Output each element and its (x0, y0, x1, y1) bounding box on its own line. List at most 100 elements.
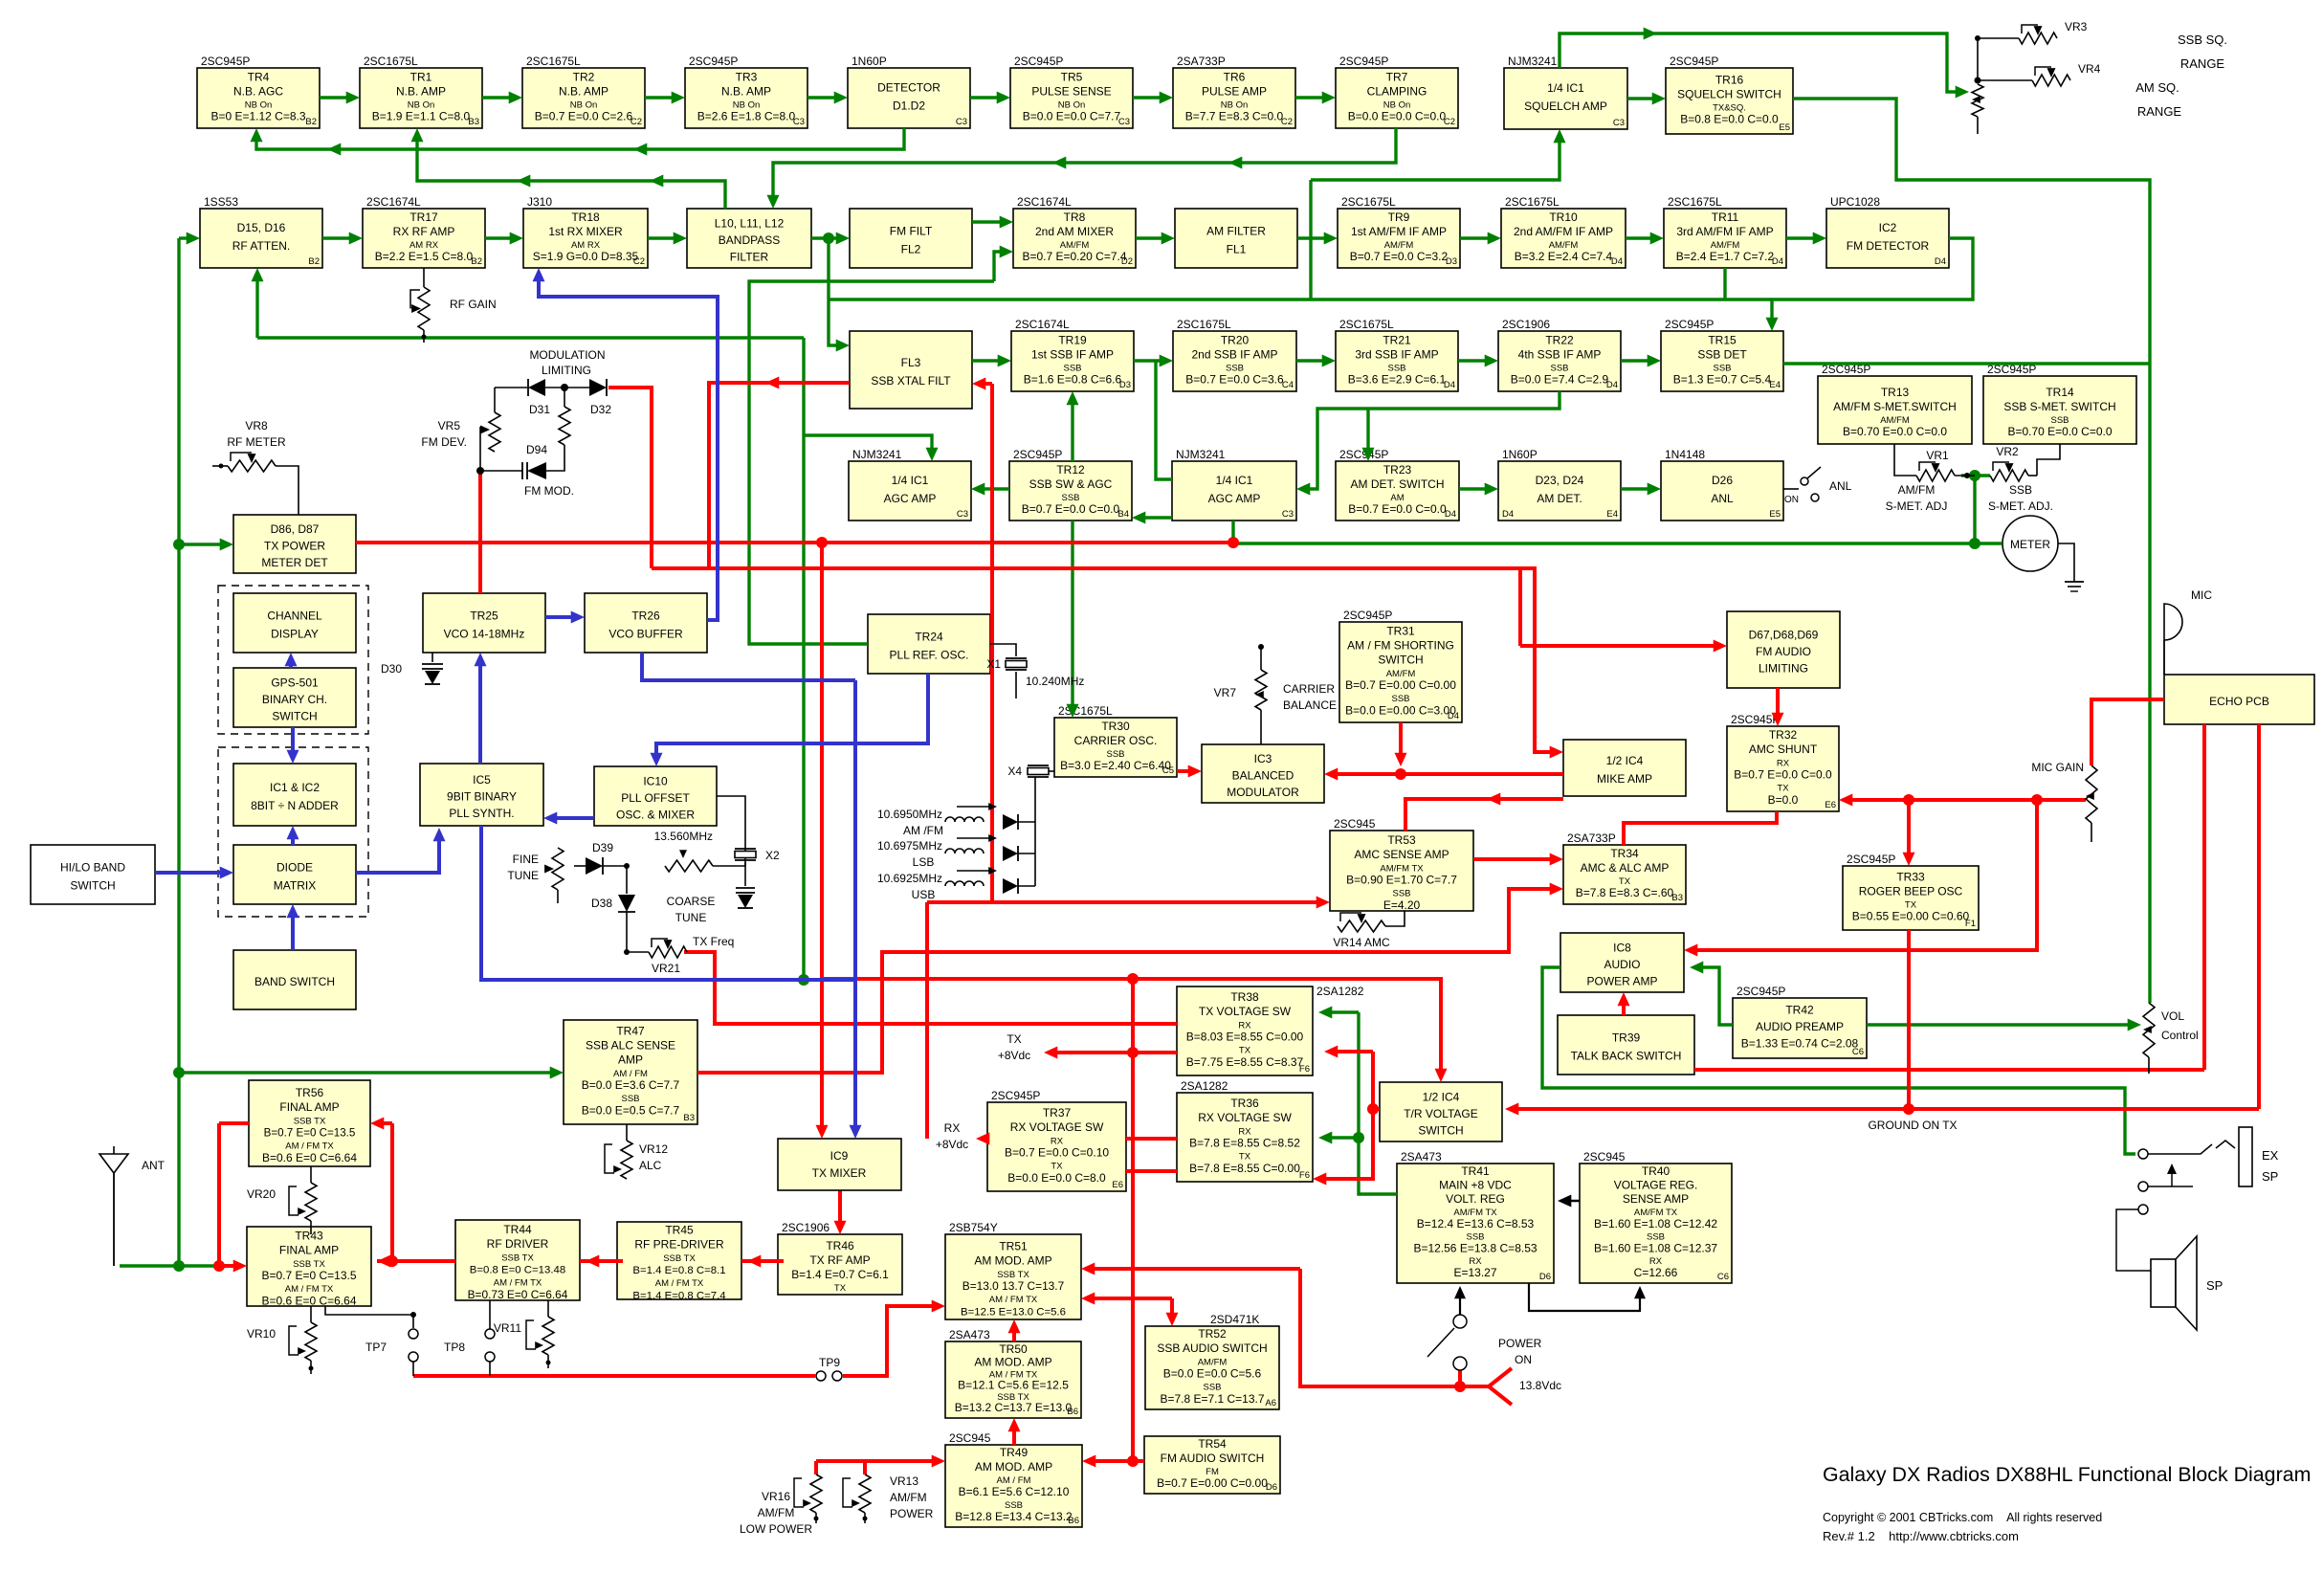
svg-text:VR4: VR4 (2078, 62, 2101, 76)
svg-text:4th SSB IF AMP: 4th SSB IF AMP (1518, 347, 1602, 361)
svg-text:TX: TX (1051, 1162, 1063, 1172)
svg-text:10.6925MHz: 10.6925MHz (877, 872, 942, 885)
svg-text:2SC1906: 2SC1906 (782, 1221, 830, 1234)
svg-text:TR24: TR24 (915, 631, 943, 644)
svg-text:FM: FM (1206, 1467, 1219, 1477)
svg-text:AM/FM: AM/FM (1198, 1357, 1228, 1367)
svg-text:Galaxy DX Radios DX88HL Functi: Galaxy DX Radios DX88HL Functional Block… (1823, 1463, 2311, 1486)
svg-text:CHANNEL: CHANNEL (267, 610, 322, 623)
svg-text:TR39: TR39 (1612, 1031, 1641, 1045)
svg-text:FM MOD.: FM MOD. (524, 484, 574, 498)
svg-text:AGC AMP: AGC AMP (884, 492, 937, 505)
svg-text:ANL: ANL (1711, 492, 1734, 505)
svg-text:GPS-501: GPS-501 (271, 676, 319, 690)
svg-text:B=0.7 E=0.00 C=0.00: B=0.7 E=0.00 C=0.00 (1345, 678, 1456, 692)
svg-text:+8Vdc: +8Vdc (998, 1049, 1030, 1062)
svg-text:AM / FM: AM / FM (613, 1069, 648, 1079)
svg-text:NB On: NB On (733, 100, 761, 111)
svg-text:D31: D31 (529, 403, 550, 416)
svg-text:TR8: TR8 (1064, 211, 1086, 224)
svg-text:TR44: TR44 (503, 1223, 532, 1236)
svg-text:B=0.0: B=0.0 (1768, 793, 1799, 807)
svg-text:MAIN +8 VDC: MAIN +8 VDC (1439, 1179, 1512, 1192)
svg-text:RF PRE-DRIVER: RF PRE-DRIVER (634, 1238, 724, 1252)
svg-text:D4: D4 (1935, 256, 1946, 267)
svg-text:VR7: VR7 (1214, 686, 1237, 699)
svg-text:GROUND ON TX: GROUND ON TX (1868, 1119, 1957, 1132)
svg-text:1/2 IC4: 1/2 IC4 (1606, 754, 1644, 767)
svg-text:TX Freq: TX Freq (693, 935, 734, 948)
svg-text:B=12.1 C=5.6 E=12.5: B=12.1 C=5.6 E=12.5 (958, 1378, 1069, 1391)
svg-text:TR37: TR37 (1043, 1106, 1072, 1119)
svg-text:PLL OFFSET: PLL OFFSET (621, 791, 690, 805)
svg-text:VR12: VR12 (639, 1142, 668, 1156)
svg-text:B=2.2 E=1.5 C=8.0: B=2.2 E=1.5 C=8.0 (375, 250, 474, 263)
svg-text:SSB AUDIO SWITCH: SSB AUDIO SWITCH (1157, 1341, 1267, 1355)
svg-text:TR52: TR52 (1198, 1327, 1227, 1341)
svg-text:TR25: TR25 (470, 610, 498, 623)
svg-text:AM MOD. AMP: AM MOD. AMP (974, 1254, 1051, 1268)
svg-text:TR19: TR19 (1058, 333, 1087, 346)
svg-text:NJM3241: NJM3241 (1508, 55, 1558, 68)
svg-text:2SC1675L: 2SC1675L (1058, 704, 1113, 718)
svg-text:FILTER: FILTER (730, 251, 769, 264)
svg-text:RF METER: RF METER (227, 435, 286, 449)
svg-text:MATRIX: MATRIX (274, 879, 316, 893)
svg-text:SSB: SSB (1647, 1232, 1665, 1243)
svg-text:B=0.73 E=0 C=6.64: B=0.73 E=0 C=6.64 (468, 1288, 568, 1301)
svg-text:AM MOD. AMP: AM MOD. AMP (975, 1460, 1052, 1474)
svg-text:SSB SQ.: SSB SQ. (2178, 33, 2227, 47)
svg-text:MIKE AMP: MIKE AMP (1597, 772, 1652, 786)
svg-text:D4: D4 (1445, 509, 1456, 520)
svg-text:D30: D30 (381, 662, 402, 676)
svg-text:SP: SP (2262, 1169, 2278, 1184)
svg-text:2SA1282: 2SA1282 (1316, 985, 1364, 998)
svg-text:B3: B3 (468, 117, 479, 127)
svg-text:C2: C2 (631, 117, 642, 127)
svg-text:2SC1675L: 2SC1675L (364, 55, 418, 68)
svg-text:AM / FM TX: AM / FM TX (494, 1278, 542, 1289)
svg-text:VR13: VR13 (890, 1474, 918, 1488)
svg-text:D4: D4 (1606, 380, 1618, 390)
svg-text:D6: D6 (1539, 1272, 1551, 1282)
svg-text:B=12.5 E=13.0 C=5.6: B=12.5 E=13.0 C=5.6 (961, 1306, 1066, 1318)
svg-text:RX: RX (1051, 1136, 1064, 1146)
svg-text:TR6: TR6 (1224, 70, 1246, 83)
svg-text:AMC SHUNT: AMC SHUNT (1749, 743, 1818, 756)
svg-text:VR2: VR2 (1996, 445, 2019, 458)
svg-text:B=0.0 E=0.0 C=0.0: B=0.0 E=0.0 C=0.0 (1348, 110, 1447, 123)
svg-text:RX: RX (1649, 1256, 1663, 1267)
svg-text:TR51: TR51 (999, 1240, 1028, 1253)
svg-text:2SA733P: 2SA733P (1567, 831, 1616, 845)
svg-text:2SC1674L: 2SC1674L (366, 195, 421, 209)
svg-text:TR11: TR11 (1712, 211, 1739, 224)
svg-text:C3: C3 (793, 117, 805, 127)
svg-text:B=12.4 E=13.6 C=8.53: B=12.4 E=13.6 C=8.53 (1417, 1217, 1535, 1230)
svg-text:TX: TX (1619, 876, 1631, 887)
svg-text:D32: D32 (590, 403, 611, 416)
svg-text:TR43: TR43 (295, 1230, 323, 1243)
svg-text:B=0.70 E=0.0 C=0.0: B=0.70 E=0.0 C=0.0 (1843, 425, 1947, 438)
svg-text:ALC: ALC (639, 1159, 662, 1172)
svg-text:ANL: ANL (1829, 479, 1852, 493)
svg-text:T/R VOLTAGE: T/R VOLTAGE (1404, 1107, 1478, 1120)
svg-text:2SC945P: 2SC945P (689, 55, 738, 68)
svg-text:TR31: TR31 (1386, 625, 1415, 638)
svg-text:TR13: TR13 (1881, 386, 1910, 399)
svg-text:2SC1675L: 2SC1675L (1339, 318, 1394, 331)
svg-text:2SC945P: 2SC945P (1987, 363, 2036, 376)
svg-text:TR3: TR3 (736, 70, 758, 83)
svg-text:TR14: TR14 (2046, 386, 2074, 399)
svg-text:TR34: TR34 (1610, 847, 1639, 860)
svg-text:DETECTOR: DETECTOR (877, 81, 940, 95)
svg-text:C4: C4 (1282, 380, 1294, 390)
svg-text:D4: D4 (1611, 256, 1623, 267)
svg-text:B=1.4 E=0.8 C=7.4: B=1.4 E=0.8 C=7.4 (632, 1290, 725, 1301)
svg-text:FL2: FL2 (901, 243, 921, 256)
svg-text:2SC945P: 2SC945P (1339, 55, 1388, 68)
svg-text:B=0.0 E=0.0 C=8.0: B=0.0 E=0.0 C=8.0 (1007, 1171, 1106, 1185)
svg-text:AM/FM: AM/FM (1898, 483, 1936, 497)
svg-text:B6: B6 (1068, 1516, 1079, 1526)
svg-text:VR16: VR16 (762, 1490, 790, 1503)
svg-text:2SC1675L: 2SC1675L (1668, 195, 1722, 209)
